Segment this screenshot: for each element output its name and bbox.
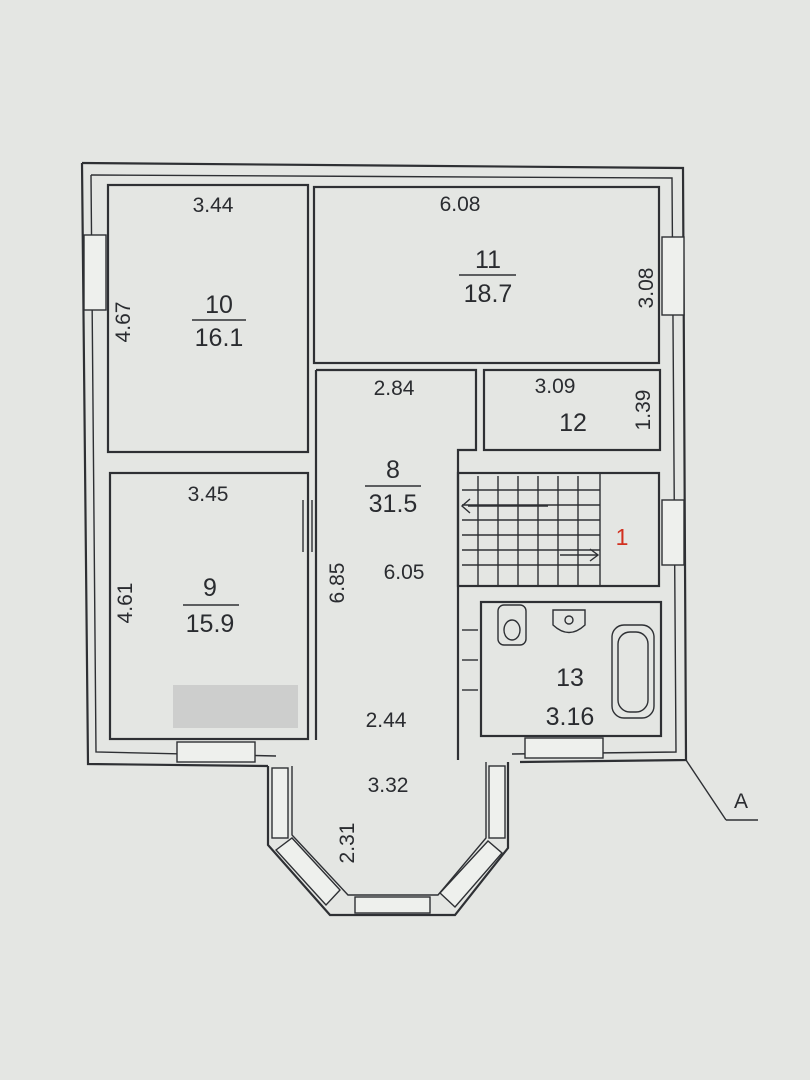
room-10-top-dim: 3.44 bbox=[193, 194, 234, 217]
room-10 bbox=[106, 183, 310, 454]
room-11 bbox=[312, 185, 661, 365]
bathtub-icon bbox=[611, 624, 655, 719]
toilet-icon bbox=[497, 604, 527, 646]
section-label: A bbox=[734, 790, 748, 813]
room-8-inner-dim: 6.05 bbox=[384, 561, 425, 584]
bay-side-dim: 2.31 bbox=[336, 823, 359, 864]
fraction-bars bbox=[183, 274, 516, 606]
stairs bbox=[458, 472, 601, 587]
windows bbox=[83, 234, 685, 763]
bay-width-dim: 3.32 bbox=[368, 774, 409, 797]
room-10-area: 16.1 bbox=[195, 324, 244, 352]
room-9-top-dim: 3.45 bbox=[188, 483, 229, 506]
room-11-number: 11 bbox=[475, 246, 501, 274]
room-9-side-dim: 4.61 bbox=[114, 583, 137, 624]
room-9 bbox=[108, 471, 310, 741]
stair-label: 1 bbox=[616, 524, 629, 550]
room-12-top-dim: 3.09 bbox=[535, 375, 576, 398]
room-10-number: 10 bbox=[205, 291, 233, 319]
room-12-side-dim: 1.39 bbox=[632, 390, 655, 431]
room-11-top-dim: 6.08 bbox=[440, 193, 481, 216]
room-13-area: 3.16 bbox=[546, 703, 595, 731]
outer-walls bbox=[80, 161, 688, 768]
bathroom-fixtures bbox=[497, 604, 655, 719]
sink-icon bbox=[552, 609, 586, 634]
room-13 bbox=[479, 600, 663, 738]
room-11-area: 18.7 bbox=[464, 280, 513, 308]
room-8-area: 31.5 bbox=[369, 490, 418, 518]
room-11-side-dim: 3.08 bbox=[635, 268, 658, 309]
room-8-length-dim: 6.85 bbox=[326, 563, 349, 604]
room-8-bottom-dim: 2.44 bbox=[366, 709, 407, 732]
room-12-number: 12 bbox=[559, 409, 587, 437]
room-8-top-dim: 2.84 bbox=[374, 377, 415, 400]
room-8-number: 8 bbox=[386, 456, 400, 484]
room-12 bbox=[482, 368, 662, 452]
section-marker bbox=[685, 759, 758, 821]
room-9-number: 9 bbox=[203, 574, 217, 602]
door-marks bbox=[302, 500, 478, 691]
redacted-block bbox=[173, 685, 298, 728]
room-13-number: 13 bbox=[556, 664, 584, 692]
room-10-side-dim: 4.67 bbox=[112, 302, 135, 343]
bay-window bbox=[266, 762, 510, 917]
room-9-area: 15.9 bbox=[186, 610, 235, 638]
